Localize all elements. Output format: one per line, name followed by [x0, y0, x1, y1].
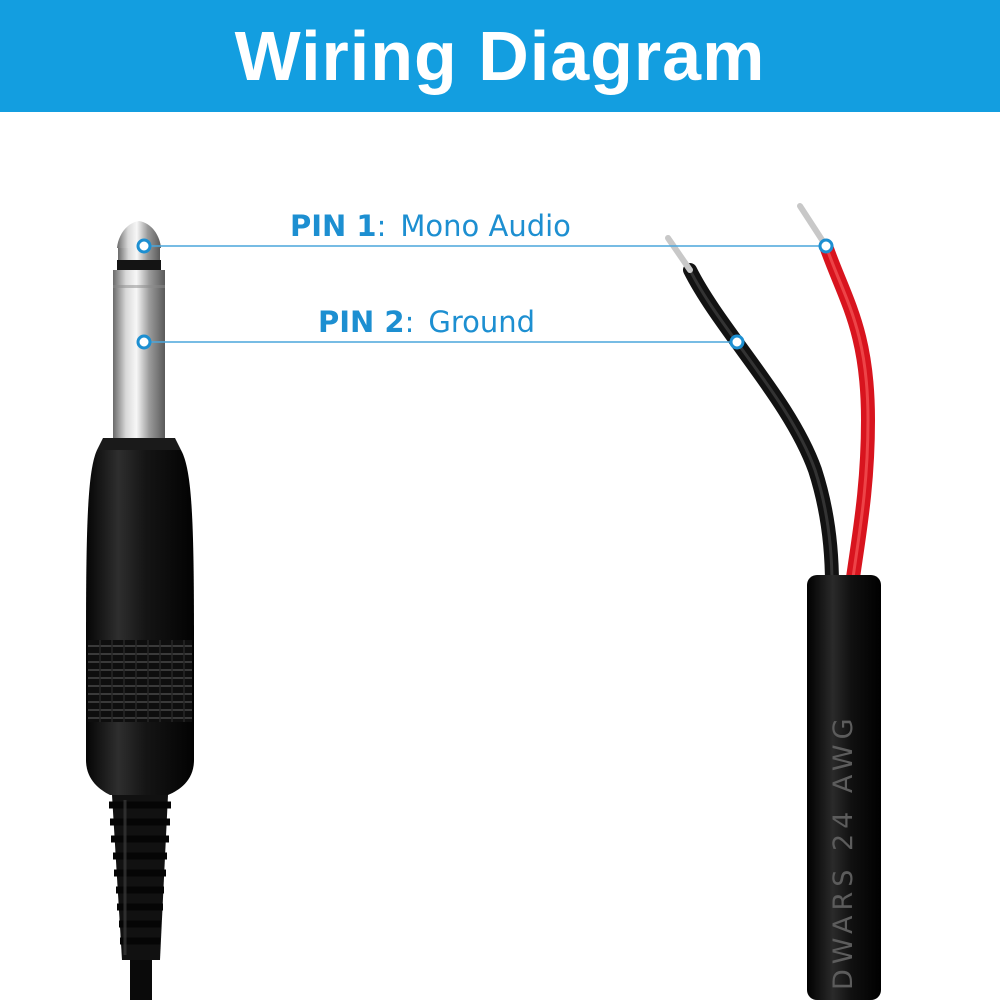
cable-jacket [807, 575, 881, 1000]
black-wire [683, 263, 839, 592]
pin-1-function: Mono Audio [400, 209, 571, 243]
plug-tip [117, 221, 161, 248]
pin-1-separator: : [376, 209, 387, 243]
pin-1-plug-dot [136, 238, 152, 254]
plug-strain-relief [109, 795, 171, 960]
plug-grip-knurl [88, 640, 192, 722]
pin-1-label: PIN 1: Mono Audio [290, 209, 571, 243]
plug-sleeve [113, 270, 165, 438]
diagram-title: Wiring Diagram [234, 17, 766, 95]
title-banner: Wiring Diagram [0, 0, 1000, 112]
pin-2-separator: : [404, 305, 415, 339]
plug-cable [130, 960, 152, 1000]
red-wire-strand [797, 203, 829, 249]
pin-2-id: PIN 2 [318, 305, 405, 339]
pin-2-function: Ground [428, 305, 536, 339]
plug-handle [86, 450, 194, 795]
mono-jack-plug [86, 221, 194, 1000]
pin-1-id: PIN 1 [290, 209, 377, 243]
pin-2-plug-dot [136, 334, 152, 350]
pin-1-wire-dot [818, 238, 834, 254]
pin-callouts [136, 238, 834, 350]
cable-print: DWARS 24 AWG [828, 713, 859, 990]
plug-insulator [117, 260, 161, 270]
pin-2-label: PIN 2: Ground [318, 305, 535, 339]
pin-2-wire-dot [729, 334, 745, 350]
black-wire-strand [665, 235, 693, 273]
bare-wire-cable: DWARS 24 AWG [665, 203, 881, 1000]
